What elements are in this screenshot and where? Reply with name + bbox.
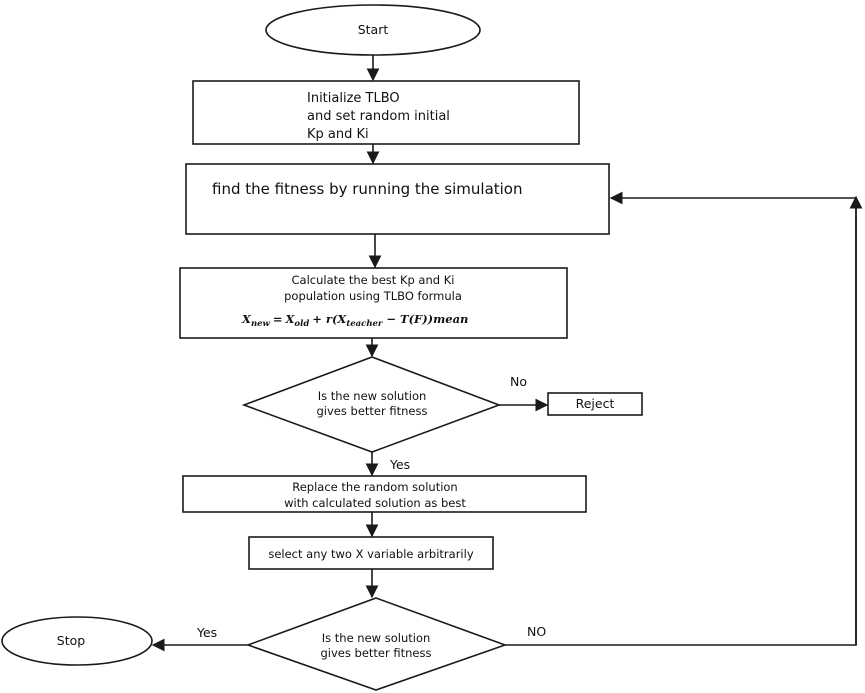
decision-1-line-2: gives better fitness [317,404,428,418]
decision-1: Is the new solution gives better fitness [241,356,502,453]
decision-2-line-2: gives better fitness [321,646,432,660]
decision-1-line-1: Is the new solution [318,389,427,403]
stop-label: Stop [57,633,85,648]
calculate-line-2: population using TLBO formula [284,289,462,303]
calculate-line-1: Calculate the best Kp and Ki [292,273,455,287]
edge-label-yes-1: Yes [389,457,410,472]
edge-label-no-1: No [510,374,527,389]
reject-box: Reject [547,392,643,416]
replace-line-2: with calculated solution as best [284,496,466,510]
loop-back-connector [505,191,857,646]
replace-box: Replace the random solution with calcula… [182,475,587,513]
initialize-line-2: and set random initial [307,109,450,124]
initialize-line-3: Kp and Ki [307,127,369,142]
initialize-line-1: Initialize TLBO [307,91,400,106]
stop-node: Stop [1,616,153,666]
select-label: select any two X variable arbitrarily [268,547,473,561]
calculate-box: Calculate the best Kp and Ki population … [179,267,568,339]
tlbo-formula: Xnew=Xold+ r(Xteacher− T(F))mean [241,312,468,329]
select-box: select any two X variable arbitrarily [248,536,494,570]
initialize-box: Initialize TLBO and set random initial K… [192,80,580,145]
fitness-box: find the fitness by running the simulati… [185,163,610,235]
replace-line-1: Replace the random solution [292,480,457,494]
edge-label-no-2: NO [527,624,546,639]
reject-label: Reject [576,396,615,411]
edge-label-yes-2: Yes [196,625,217,640]
fitness-label: find the fitness by running the simulati… [212,180,523,198]
decision-2-line-1: Is the new solution [322,631,431,645]
decision-2: Is the new solution gives better fitness [245,597,508,691]
start-label: Start [358,22,389,37]
start-node: Start [265,4,481,56]
